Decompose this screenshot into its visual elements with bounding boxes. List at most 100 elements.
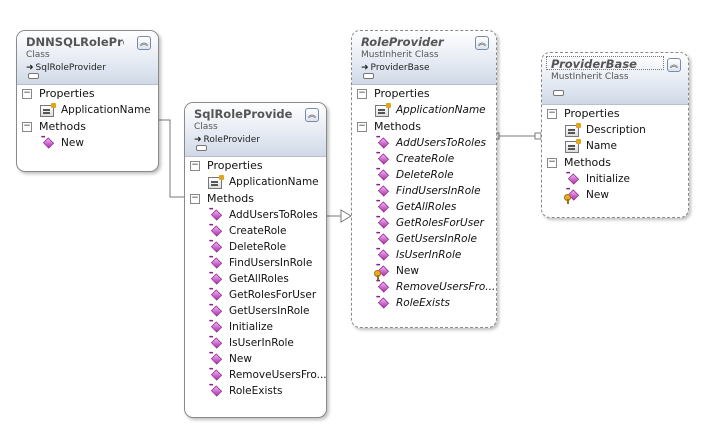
method-item[interactable]: FindUsersInRole (185, 255, 326, 271)
double-chevron-up-icon[interactable]: ︽ (137, 36, 151, 50)
methods-section[interactable]: −Methods (185, 190, 326, 207)
method-item[interactable]: RoleExists (185, 383, 326, 399)
double-chevron-up-icon[interactable]: ︽ (305, 108, 319, 122)
method-icon (210, 369, 223, 381)
class-header[interactable]: ProviderBase MustInherit Class ︽ (542, 53, 688, 105)
method-item[interactable]: GetAllRoles (185, 271, 326, 287)
class-roleprovider[interactable]: RoleProvider MustInherit Class ➜Provider… (351, 30, 497, 328)
method-item[interactable]: New (185, 351, 326, 367)
method-item[interactable]: GetRolesForUser (352, 215, 496, 231)
property-item[interactable]: ApplicationName (17, 102, 158, 118)
class-sqlroleprovider[interactable]: SqlRoleProvider Class ➜RoleProvider ︽ −P… (184, 102, 327, 418)
method-item[interactable]: DeleteRole (352, 167, 496, 183)
method-item[interactable]: RoleExists (352, 295, 496, 311)
class-name: DNNSQLRolePro... (26, 35, 124, 49)
class-base: ➜RoleProvider (194, 135, 326, 145)
method-icon (42, 137, 55, 149)
double-chevron-up-icon[interactable]: ︽ (667, 58, 681, 72)
methods-section[interactable]: −Methods (542, 154, 688, 171)
member-name: GetRolesForUser (396, 217, 484, 229)
member-name: IsUserInRole (396, 249, 462, 261)
method-item[interactable]: New (17, 135, 158, 151)
method-item[interactable]: GetUsersInRole (352, 231, 496, 247)
section-label: Properties (564, 107, 620, 120)
base-class-name: RoleProvider (203, 135, 260, 145)
method-icon (210, 225, 223, 237)
member-name: IsUserInRole (229, 337, 294, 349)
method-item[interactable]: AddUsersToRoles (185, 207, 326, 223)
method-icon (210, 305, 223, 317)
class-providerbase[interactable]: ProviderBase MustInherit Class ︽ −Proper… (541, 52, 689, 218)
minus-box-icon[interactable]: − (547, 108, 557, 119)
method-icon (210, 241, 223, 253)
method-icon (210, 257, 223, 269)
method-item[interactable]: GetAllRoles (352, 199, 496, 215)
class-dnnsqlroleprovider[interactable]: DNNSQLRolePro... Class ➜SqlRoleProvider … (16, 30, 159, 172)
section-label: Methods (564, 156, 611, 169)
method-item[interactable]: IsUserInRole (352, 247, 496, 263)
minus-box-icon[interactable]: − (357, 121, 367, 132)
method-item[interactable]: Initialize (185, 319, 326, 335)
class-header[interactable]: RoleProvider MustInherit Class ➜Provider… (352, 31, 496, 85)
method-item[interactable]: IsUserInRole (185, 335, 326, 351)
method-item[interactable]: AddUsersToRoles (352, 135, 496, 151)
method-icon (210, 321, 223, 333)
method-item[interactable]: GetRolesForUser (185, 287, 326, 303)
base-class-name: ProviderBase (370, 63, 430, 73)
member-name: ApplicationName (229, 176, 319, 188)
method-icon (377, 249, 390, 261)
method-icon (210, 385, 223, 397)
method-icon (210, 353, 223, 365)
method-item[interactable]: FindUsersInRole (352, 183, 496, 199)
interface-lollipop-icon (28, 73, 39, 79)
minus-box-icon[interactable]: − (357, 88, 367, 99)
method-icon (210, 289, 223, 301)
method-icon (377, 297, 390, 309)
member-name: Initialize (229, 321, 273, 333)
class-header[interactable]: DNNSQLRolePro... Class ➜SqlRoleProvider … (17, 31, 158, 85)
method-item[interactable]: CreateRole (185, 223, 326, 239)
property-item[interactable]: Name (542, 138, 688, 154)
property-icon (375, 103, 391, 117)
method-item[interactable]: New (352, 263, 496, 280)
method-item[interactable]: GetUsersInRole (185, 303, 326, 319)
properties-section[interactable]: −Properties (185, 157, 326, 174)
class-name: RoleProvider (361, 35, 444, 49)
class-header[interactable]: SqlRoleProvider Class ➜RoleProvider ︽ (185, 103, 326, 157)
minus-box-icon[interactable]: − (547, 157, 557, 168)
member-name: ApplicationName (61, 104, 151, 116)
properties-section[interactable]: −Properties (17, 85, 158, 102)
class-base: ➜ProviderBase (361, 63, 496, 73)
method-item[interactable]: RemoveUsersFro... (352, 279, 496, 295)
method-item[interactable]: CreateRole (352, 151, 496, 167)
class-name-edit-box[interactable] (546, 56, 664, 70)
member-name: CreateRole (229, 225, 287, 237)
method-item[interactable]: DeleteRole (185, 239, 326, 255)
member-name: AddUsersToRoles (396, 137, 487, 149)
properties-section[interactable]: −Properties (542, 105, 688, 122)
method-icon (377, 233, 390, 245)
minus-box-icon[interactable]: − (190, 193, 200, 204)
methods-section[interactable]: −Methods (352, 118, 496, 135)
minus-box-icon[interactable]: − (22, 88, 32, 99)
minus-box-icon[interactable]: − (22, 121, 32, 132)
section-label: Methods (39, 120, 86, 133)
method-item[interactable]: RemoveUsersFro... (185, 367, 326, 383)
property-item[interactable]: ApplicationName (185, 174, 326, 190)
property-item[interactable]: Description (542, 122, 688, 138)
member-name: New (586, 189, 609, 201)
method-icon (377, 185, 390, 197)
method-item[interactable]: New (542, 187, 688, 204)
member-name: RemoveUsersFro... (229, 369, 327, 381)
methods-section[interactable]: −Methods (17, 118, 158, 135)
section-label: Properties (39, 87, 95, 100)
method-item[interactable]: Initialize (542, 171, 688, 187)
double-chevron-up-icon[interactable]: ︽ (475, 36, 489, 50)
member-name: DeleteRole (229, 241, 287, 253)
key-icon (564, 194, 571, 204)
method-icon (377, 153, 390, 165)
minus-box-icon[interactable]: − (190, 160, 200, 171)
properties-section[interactable]: −Properties (352, 85, 496, 102)
member-name: DeleteRole (396, 169, 454, 181)
property-item[interactable]: ApplicationName (352, 102, 496, 118)
